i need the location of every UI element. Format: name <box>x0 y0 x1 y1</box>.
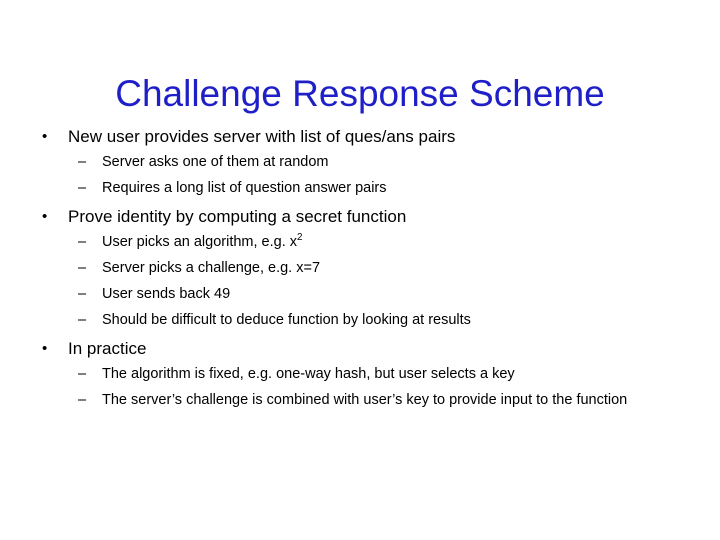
bullet-level1: • Prove identity by computing a secret f… <box>0 206 720 228</box>
bullet-level1-text: New user provides server with list of qu… <box>68 127 456 146</box>
slide-title: Challenge Response Scheme <box>115 73 605 114</box>
bullet-level2-text: Should be difficult to deduce function b… <box>102 312 471 328</box>
dash-bullet-icon: – <box>78 234 87 250</box>
bullet-level1: • New user provides server with list of … <box>0 126 720 148</box>
bullet-level2-text: The server’s challenge is combined with … <box>102 392 628 408</box>
bullet-group-2: • Prove identity by computing a secret f… <box>0 206 720 331</box>
dash-bullet-icon: – <box>78 154 87 170</box>
bullet-level2: – User sends back 49 <box>0 284 720 305</box>
bullet-level2-text: Requires a long list of question answer … <box>102 180 387 196</box>
dash-bullet-icon: – <box>78 260 87 276</box>
spacer <box>0 331 720 338</box>
dash-bullet-icon: – <box>78 180 87 196</box>
dash-bullet-icon: – <box>78 366 87 382</box>
bullet-level2-text: Server picks a challenge, e.g. x=7 <box>102 260 321 276</box>
bullet-level2: – Server picks a challenge, e.g. x=7 <box>0 258 720 279</box>
dash-bullet-icon: – <box>78 392 87 408</box>
dash-bullet-icon: – <box>78 312 87 328</box>
bullet-level2-text: Server asks one of them at random <box>102 154 329 170</box>
bullet-level2: – The server’s challenge is combined wit… <box>0 390 720 411</box>
bullet-level1-text: In practice <box>68 339 147 358</box>
bullet-group-3: • In practice – The algorithm is fixed, … <box>0 338 720 411</box>
bullet-point-icon: • <box>42 208 48 225</box>
bullet-level2-text: User picks an algorithm, e.g. x <box>102 234 298 250</box>
bullet-level2: – The algorithm is fixed, e.g. one-way h… <box>0 364 720 385</box>
bullet-level2: – Requires a long list of question answe… <box>0 178 720 199</box>
bullet-point-icon: • <box>42 340 48 357</box>
bullet-level2: – User picks an algorithm, e.g. x2 <box>0 232 720 253</box>
bullet-level2: – Should be difficult to deduce function… <box>0 310 720 331</box>
bullet-level2-text: The algorithm is fixed, e.g. one-way has… <box>102 366 515 382</box>
bullet-level2: – Server asks one of them at random <box>0 152 720 173</box>
slide-body: • New user provides server with list of … <box>0 126 720 411</box>
bullet-level1-text: Prove identity by computing a secret fun… <box>68 207 407 226</box>
bullet-point-icon: • <box>42 128 48 145</box>
dash-bullet-icon: – <box>78 286 87 302</box>
bullet-level2-text: User sends back 49 <box>102 286 231 302</box>
bullet-level1: • In practice <box>0 338 720 360</box>
superscript-exponent: 2 <box>297 232 303 244</box>
spacer <box>0 199 720 206</box>
bullet-group-1: • New user provides server with list of … <box>0 126 720 199</box>
